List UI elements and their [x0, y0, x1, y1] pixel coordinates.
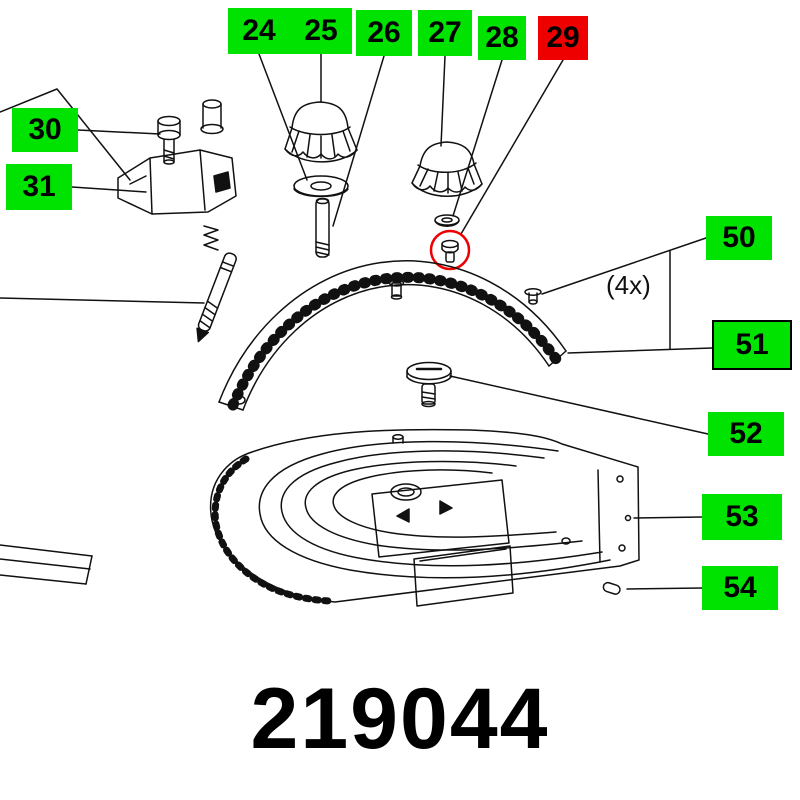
pin-54 [602, 581, 621, 595]
pin-50 [524, 288, 542, 305]
long-pin [196, 252, 237, 343]
callout-51-label: 51 [735, 328, 769, 361]
callout-50: 50 [706, 216, 772, 260]
callout-28: 28 [478, 16, 526, 60]
callout-27: 27 [418, 10, 472, 56]
guide-rail [0, 544, 93, 585]
clamp-screw-30 [157, 115, 181, 165]
screw-29 [441, 239, 459, 263]
callout-53: 53 [702, 494, 782, 540]
callout-31: 31 [6, 164, 72, 210]
callout-25-label: 25 [304, 14, 338, 47]
callout-27-label: 27 [428, 16, 462, 49]
callout-29-label: 29 [546, 21, 580, 54]
highlight-circle-29 [429, 229, 471, 271]
cap-part [200, 99, 224, 135]
base-plate-53 [209, 428, 640, 607]
callout-50-label: 50 [722, 221, 756, 254]
callout-54: 54 [702, 566, 778, 610]
callout-25: 25 [290, 8, 352, 54]
leader-lines [0, 53, 713, 590]
part-number: 219044 [250, 671, 550, 767]
callout-26-label: 26 [367, 16, 401, 49]
spring [203, 225, 219, 251]
callout-30-label: 30 [28, 113, 62, 146]
callout-28-label: 28 [485, 21, 519, 54]
callout-24-label: 24 [242, 14, 276, 47]
knob-right-27 [411, 141, 483, 197]
washer-24 [293, 175, 349, 198]
callout-31-label: 31 [22, 170, 56, 203]
quantity-note: (4x) [606, 270, 651, 300]
protractor-scale-51 [218, 260, 567, 411]
callout-52: 52 [708, 412, 784, 456]
clamp-block-31 [117, 149, 237, 215]
callout-26: 26 [356, 10, 412, 56]
callout-30: 30 [12, 108, 78, 152]
callout-54-label: 54 [723, 571, 757, 604]
nut-28 [434, 214, 460, 227]
stud-26 [315, 197, 330, 258]
callout-53-label: 53 [725, 500, 759, 533]
screw-52 [406, 361, 452, 408]
knob-left-25 [284, 101, 358, 163]
callout-51: 51 [712, 320, 792, 370]
callout-52-label: 52 [729, 417, 763, 450]
callout-29: 29 [538, 16, 588, 60]
callout-24: 24 [228, 8, 290, 54]
